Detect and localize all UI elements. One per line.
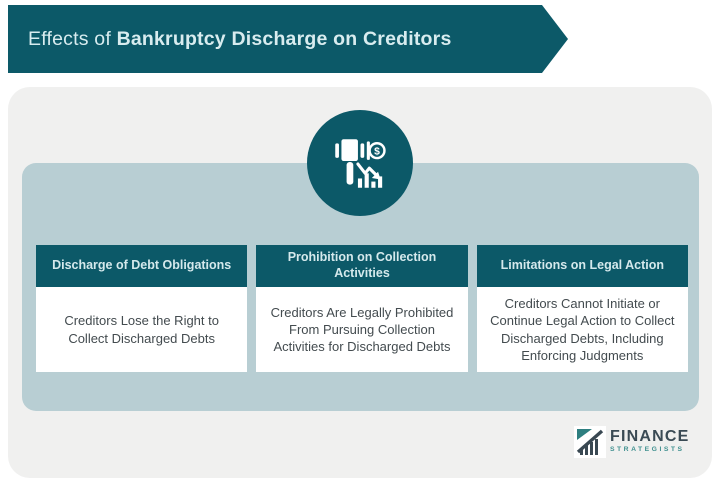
- svg-text:$: $: [374, 146, 380, 157]
- effects-columns: Discharge of Debt Obligations Creditors …: [36, 245, 688, 372]
- column-header: Prohibition on Collection Activities: [256, 245, 468, 287]
- gavel-money-decline-icon: $: [307, 110, 413, 216]
- column-limitations-on-legal-action: Limitations on Legal Action Creditors Ca…: [476, 245, 688, 372]
- logo-subname: STRATEGISTS: [610, 446, 685, 453]
- column-body: Creditors Lose the Right to Collect Disc…: [36, 287, 248, 372]
- column-body: Creditors Are Legally Prohibited From Pu…: [256, 287, 468, 372]
- column-header: Limitations on Legal Action: [476, 245, 688, 287]
- column-prohibition-on-collection-activities: Prohibition on Collection Activities Cre…: [256, 245, 468, 372]
- column-body: Creditors Cannot Initiate or Continue Le…: [476, 287, 688, 372]
- gavel-money-decline-glyph: $: [335, 139, 386, 188]
- page-title-bold: Bankruptcy Discharge on Creditors: [116, 27, 452, 50]
- finance-strategists-logo: FINANCE STRATEGISTS: [574, 426, 690, 458]
- page-title-regular: Effects of: [28, 27, 117, 50]
- column-discharge-of-debt-obligations: Discharge of Debt Obligations Creditors …: [36, 245, 248, 372]
- finance-strategists-wordmark: FINANCE STRATEGISTS: [610, 426, 690, 454]
- logo-name: FINANCE: [610, 428, 690, 445]
- finance-strategists-logo-icon: [574, 426, 606, 458]
- page-title: Effects of Bankruptcy Discharge on Credi…: [28, 28, 452, 51]
- column-header: Discharge of Debt Obligations: [36, 245, 248, 287]
- title-banner: Effects of Bankruptcy Discharge on Credi…: [8, 5, 568, 73]
